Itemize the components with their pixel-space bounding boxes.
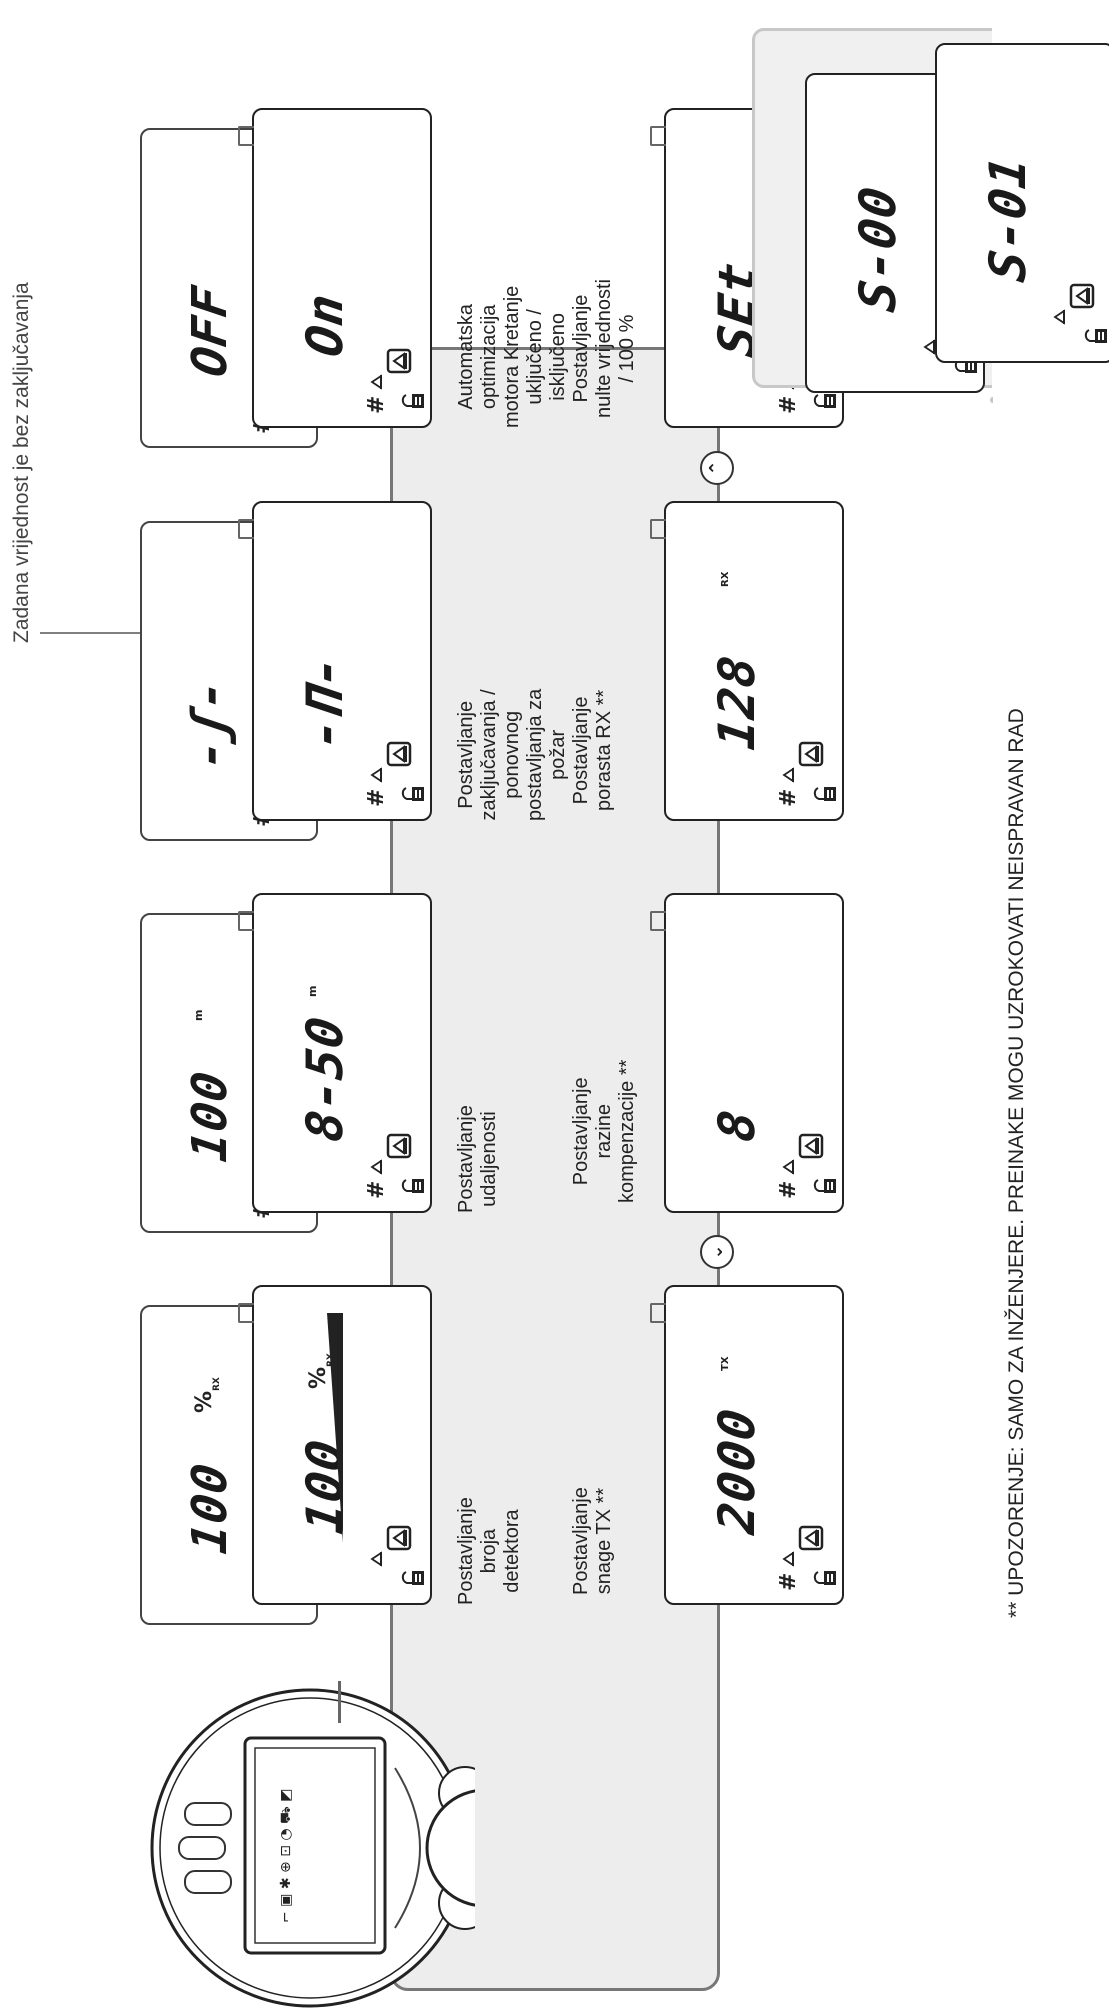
device-drawing: ⌐ ▣ ✱ ⊕ ⊡ ◔ ⛟ ◩ (150, 1688, 545, 2008)
hash-icon: # (364, 788, 389, 807)
lcd-value: On (296, 289, 354, 361)
lock-icon (812, 388, 843, 410)
lcd-unit: m (192, 1009, 205, 1021)
screen-tab (238, 519, 254, 539)
lock-icon (812, 1173, 843, 1195)
lock-icon (400, 1173, 431, 1195)
detector-icon (368, 1551, 387, 1567)
lcd-stack-screen: S-01 (935, 43, 1109, 363)
detector-icon (921, 339, 940, 355)
chevron-down-icon[interactable]: ⌄ (700, 1235, 734, 1269)
lcd-value: S-01 (979, 152, 1037, 286)
lcd-unit: m (306, 985, 319, 997)
detector-device: ⌐ ▣ ✱ ⊕ ⊡ ◔ ⛟ ◩ (145, 1683, 545, 2013)
mode-icon (798, 741, 828, 767)
signal-bar-graph (325, 1313, 345, 1543)
mode-icon (386, 1133, 416, 1159)
device-connector (338, 1681, 341, 1723)
lcd-settings-screen: #2000 TX (650, 1285, 844, 1605)
detector-icon (780, 1551, 799, 1567)
detector-icon (368, 374, 387, 390)
lcd-value: 100 (182, 1459, 238, 1557)
hash-icon: # (776, 395, 801, 414)
detector-icon (780, 1159, 799, 1175)
lcd-value: 128 (708, 651, 766, 754)
lcd-unit: TX (720, 1356, 731, 1371)
lcd-unit: % (192, 1390, 217, 1413)
lock-icon (400, 1565, 431, 1587)
mode-icon (386, 741, 416, 767)
mode-icon (386, 1525, 416, 1551)
lcd-settings-screen: #8 (650, 893, 844, 1213)
detector-icon (780, 767, 799, 783)
mode-icon (798, 1133, 828, 1159)
hash-icon: # (364, 395, 389, 414)
warning-text: ** UPOZORENJE: SAMO ZA INŽENJERE. PREINA… (1005, 708, 1028, 1618)
screen-tab (238, 126, 254, 146)
detector-icon (368, 1159, 387, 1175)
lcd-value: OFF (182, 282, 238, 380)
lcd-value: 8 (708, 1105, 766, 1146)
mode-icon (798, 1525, 828, 1551)
cycle-loop (990, 397, 993, 403)
lock-icon (400, 388, 431, 410)
lcd-front-screen: # On (238, 108, 432, 428)
hash-icon: # (776, 1572, 801, 1591)
screen-tab (238, 1303, 254, 1323)
lcd-value: 2000 (708, 1404, 766, 1538)
hash-icon: # (776, 1180, 801, 1199)
lcd-settings-screen: #128 RX (650, 501, 844, 821)
lock-icon (1083, 323, 1109, 345)
mode-icon (1069, 283, 1099, 309)
chevron-up-icon[interactable]: ⌃ (700, 451, 734, 485)
lcd-value: 8-50 (296, 1012, 354, 1146)
lcd-front-screen: 100%RX (238, 1285, 432, 1605)
screen-tab (650, 911, 666, 931)
lock-icon (812, 1565, 843, 1587)
lcd-subunit: RX (212, 1377, 222, 1391)
mode-icon (386, 348, 416, 374)
lcd-front-screen: # -Π- (238, 501, 432, 821)
hash-icon: # (364, 1180, 389, 1199)
lcd-value: 100 (182, 1067, 238, 1165)
detector-icon (1051, 309, 1070, 325)
screen-tab (650, 519, 666, 539)
lcd-value: -Π- (296, 651, 354, 754)
lcd-front-screen: #8-50 m (238, 893, 432, 1213)
screen-tab (650, 1303, 666, 1323)
hash-icon: # (776, 788, 801, 807)
screen-tab (238, 911, 254, 931)
lcd-value: S-00 (849, 182, 907, 316)
lcd-value: -ʃ- (182, 675, 238, 773)
screen-tab (650, 126, 666, 146)
lock-icon (812, 781, 843, 803)
lock-icon (400, 781, 431, 803)
svg-text:⌐ ▣ ✱ ⊕ ⊡ ◔ ⛟ ◩: ⌐ ▣ ✱ ⊕ ⊡ ◔ ⛟ ◩ (278, 1789, 294, 1923)
detector-icon (368, 767, 387, 783)
lcd-unit: RX (720, 571, 731, 587)
